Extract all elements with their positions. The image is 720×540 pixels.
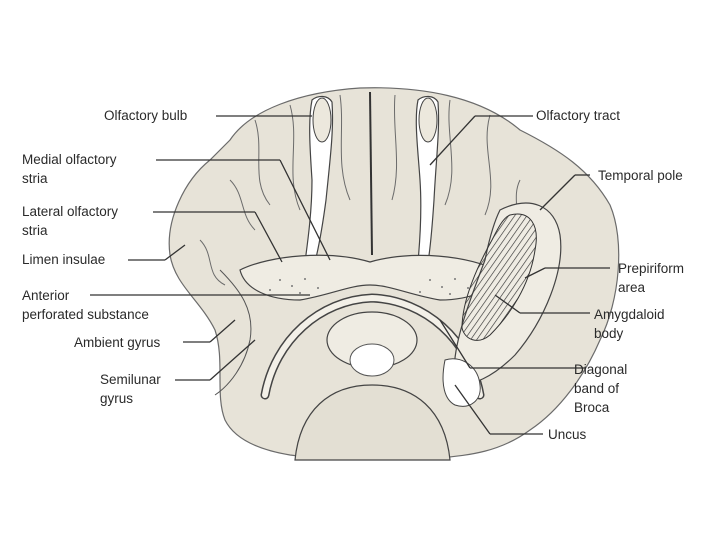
label-medial-olfactory-stria-line2: stria [22, 171, 48, 186]
label-diagonal-band-line1: Diagonal [574, 362, 628, 377]
label-amygdaloid-body-line1: Amygdaloid [594, 307, 665, 322]
perforated-substance-texture [269, 278, 469, 295]
label-limen-insulae: Limen insulae [22, 252, 106, 267]
label-lateral-olfactory-stria-line1: Lateral olfactory [22, 204, 119, 219]
mammillary-region [349, 343, 395, 377]
label-prepiriform-area: Prepiriform area [618, 259, 684, 297]
label-amygdaloid-body-line2: body [594, 326, 624, 341]
label-uncus: Uncus [548, 427, 587, 442]
label-anterior-perforated-substance-line2: perforated substance [22, 307, 149, 322]
label-lateral-olfactory-stria: Lateral olfactory stria [22, 202, 118, 240]
label-prepiriform-area-line2: area [618, 280, 646, 295]
left-olfactory-bulb-tract [304, 95, 334, 263]
leader-lines [90, 115, 610, 435]
olfactory-trigone [239, 254, 501, 301]
label-olfactory-tract: Olfactory tract [536, 108, 621, 123]
label-semilunar-gyrus: Semilunar gyrus [100, 370, 161, 408]
label-semilunar-gyrus-line2: gyrus [100, 391, 134, 406]
label-prepiriform-area-line1: Prepiriform [618, 261, 685, 276]
label-diagonal-band-of-broca: Diagonal band of Broca [574, 360, 627, 417]
label-diagonal-band-line3: Broca [574, 400, 610, 415]
label-diagonal-band-line2: band of [574, 381, 620, 396]
label-amygdaloid-body: Amygdaloid body [594, 305, 665, 343]
label-anterior-perforated-substance: Anterior perforated substance [22, 286, 149, 324]
label-medial-olfactory-stria-line1: Medial olfactory [22, 152, 117, 167]
left-temporal-region [214, 269, 252, 396]
label-lateral-olfactory-stria-line2: stria [22, 223, 48, 238]
pons [294, 384, 451, 461]
label-temporal-pole: Temporal pole [598, 168, 683, 183]
longitudinal-fissure [369, 91, 373, 256]
label-anterior-perforated-substance-line1: Anterior [22, 288, 70, 303]
amygdala-hatched [461, 213, 537, 341]
label-ambient-gyrus: Ambient gyrus [74, 335, 161, 350]
right-olfactory-bulb-tract [415, 95, 440, 263]
label-medial-olfactory-stria: Medial olfactory stria [22, 150, 117, 188]
label-semilunar-gyrus-line1: Semilunar [100, 372, 161, 387]
label-olfactory-bulb: Olfactory bulb [104, 108, 188, 123]
